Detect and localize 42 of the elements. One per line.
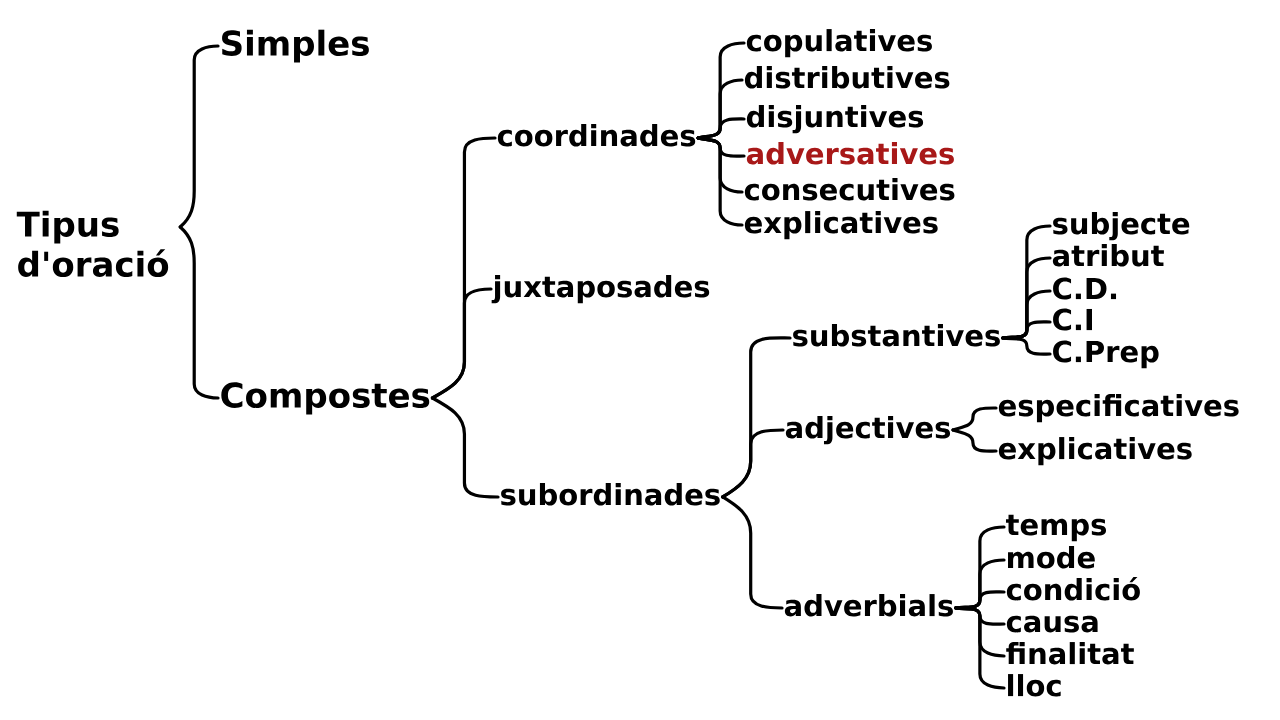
brace [178, 225, 220, 400]
brace [430, 287, 493, 400]
term-label: consecutives [744, 178, 955, 201]
term-label: explicatives [998, 437, 1192, 466]
term-label: C.I [1053, 308, 1093, 331]
term-label: C.Prep [1053, 340, 1159, 369]
brace [430, 396, 500, 499]
brace [951, 428, 998, 453]
term-label: adverbials [784, 594, 953, 617]
term-label: juxtaposades [491, 275, 710, 304]
term-label: condició [1006, 576, 1140, 601]
term-label: subjecte [1053, 212, 1190, 241]
term-label: copulatives [746, 29, 932, 58]
term-label: disjuntives [746, 105, 924, 134]
term-label: causa [1006, 615, 1098, 633]
term-label: distributives [744, 66, 950, 89]
brace [721, 495, 784, 610]
brace [696, 136, 744, 227]
brace [696, 117, 746, 140]
term-label: Tipus d'oració [16, 210, 169, 277]
term-label: especificatives [998, 394, 1239, 423]
term-label: Compostes [221, 382, 430, 415]
brace [178, 44, 220, 229]
term-label: atribut [1052, 244, 1164, 267]
term-label: mode [1008, 546, 1095, 569]
brace [951, 406, 998, 432]
term-label: Simples [222, 29, 369, 63]
term-label: temps [1006, 514, 1106, 542]
term-label: C.D. [1053, 277, 1117, 300]
term-label: substantives [793, 324, 1000, 347]
term-label: finalitat [1006, 642, 1134, 665]
brace [954, 590, 1006, 610]
brace [954, 606, 1006, 690]
term-label: explicatives [744, 211, 938, 240]
term-label: adversatives [746, 142, 954, 165]
brace [1001, 320, 1052, 340]
brace [1001, 336, 1052, 356]
term-label: adjectives [785, 416, 950, 445]
term-label: subordinades [501, 483, 720, 506]
term-label: lloc [1008, 674, 1061, 697]
term-label: coordinades [497, 124, 696, 147]
brace [721, 428, 785, 499]
